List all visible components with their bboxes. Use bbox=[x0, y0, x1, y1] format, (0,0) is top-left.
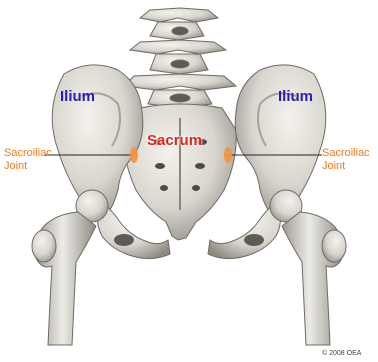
right-femur-bone bbox=[270, 190, 346, 345]
right-pubis-bone bbox=[208, 200, 281, 259]
sacroiliac-joint-right-line2: Joint bbox=[322, 160, 370, 173]
sacroiliac-joint-right-label: Sacroiliac Joint bbox=[322, 147, 370, 173]
lumbar-vertebrae bbox=[124, 8, 236, 108]
sacroiliac-joint-left-label: Sacroiliac Joint bbox=[4, 147, 52, 173]
copyright-notice: © 2008 OEA bbox=[322, 350, 361, 357]
left-sacroiliac-joint-marker bbox=[130, 147, 138, 163]
left-femur-bone bbox=[32, 190, 108, 345]
ilium-left-label: Ilium bbox=[60, 88, 95, 105]
right-sacroiliac-joint-marker bbox=[224, 147, 232, 163]
sacroiliac-joint-left-line2: Joint bbox=[4, 160, 52, 173]
sacroiliac-joint-left-line1: Sacroiliac bbox=[4, 147, 52, 160]
sacrum-label: Sacrum bbox=[147, 132, 202, 149]
sacroiliac-joint-right-line1: Sacroiliac bbox=[322, 147, 370, 160]
ilium-right-label: Ilium bbox=[278, 88, 313, 105]
